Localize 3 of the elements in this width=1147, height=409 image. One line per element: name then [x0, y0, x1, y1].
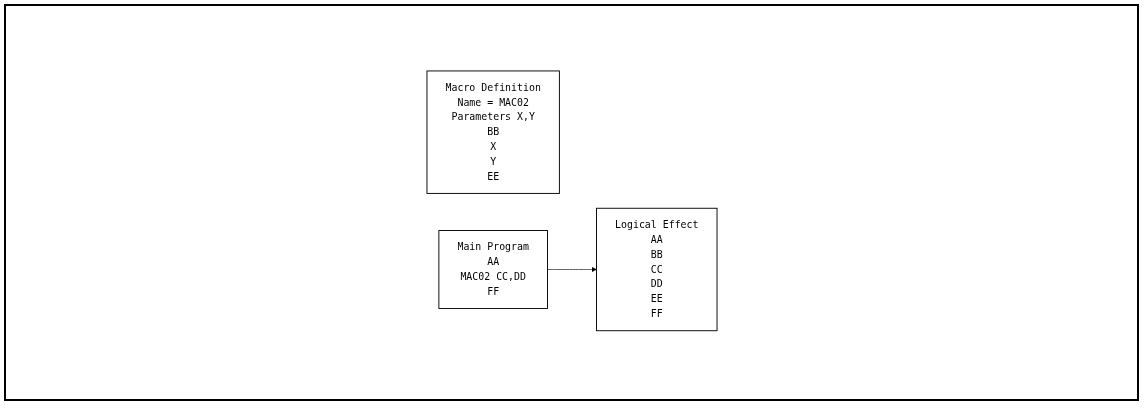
node-box: Macro Definition Name = MAC02 Parameters X,Y BB X Y EE: [426, 70, 560, 194]
node-box: Main Program AA MAC02 CC,DD FF: [437, 229, 548, 309]
node-box: Logical Effect AA BB CC DD EE FF: [595, 207, 717, 331]
